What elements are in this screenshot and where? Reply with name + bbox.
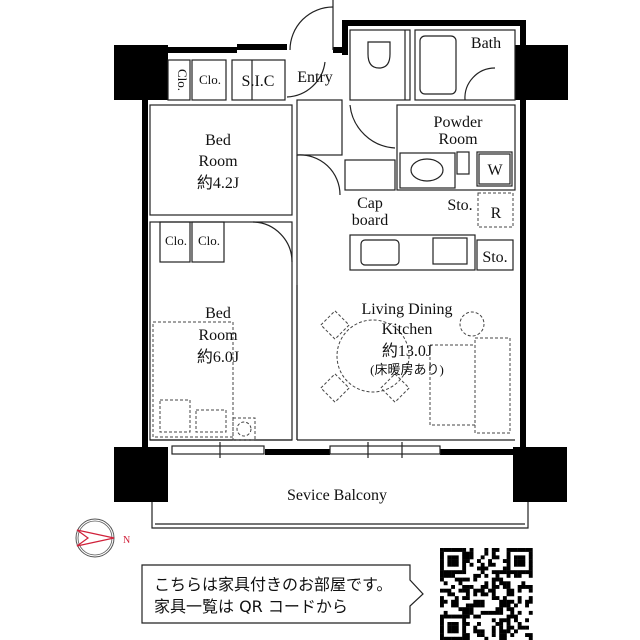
label-sic: S.I.C [242,73,275,90]
refrigerator-space [477,192,514,228]
label-balcony: Sevice Balcony [287,487,387,504]
interior-walls [149,29,516,441]
pillar-bottom-left [114,447,168,502]
label-bedroom-1-size: 約4.2J [197,174,239,192]
balcony [151,502,529,529]
label-bedroom-1-b: Room [198,153,238,170]
label-ldk-note: (床暖房あり) [370,362,444,377]
label-bedroom-1-a: Bed [205,132,231,149]
compass-north-icon: N [75,518,130,558]
entry-door[interactable] [286,0,334,98]
windows[interactable] [171,442,441,458]
compass-label: N [123,535,130,546]
furniture-notice: こちらは家具付きのお部屋です。 家具一覧は QR コードから [141,564,424,624]
label-storage-1: Sto. [447,197,472,214]
label-clo-2: Clo. [199,72,221,87]
notice-line-2: 家具一覧は QR コードから [154,597,348,616]
label-bedroom-2-b: Room [198,327,238,344]
label-washer: W [487,162,503,179]
label-ldk-a: Living Dining [361,301,452,318]
label-clo-4: Clo. [198,233,220,248]
label-ldk-size: 約13.0J [382,342,432,360]
label-powder-room-2: Room [438,131,478,148]
pillar-bottom-right [513,447,567,502]
label-bedroom-2-a: Bed [205,305,231,322]
label-clo-1: Clo. [175,69,190,91]
pillar-top-left [114,45,168,100]
label-storage-2: Sto. [482,249,507,266]
furniture [152,310,511,441]
exterior-walls [142,20,526,455]
label-bedroom-2-size: 約6.0J [197,348,239,366]
qr-code-icon[interactable] [440,548,533,640]
label-bath: Bath [471,35,501,52]
label-entry: Entry [297,69,333,86]
label-cupboard-1: Cap [357,195,383,212]
label-clo-3: Clo. [165,233,187,248]
notice-line-1: こちらは家具付きのお部屋です。 [154,575,392,594]
label-ldk-b: Kitchen [382,321,433,338]
label-refrigerator: R [491,205,502,222]
label-powder-room-1: Powder [434,114,484,131]
label-cupboard-2: board [352,212,388,229]
